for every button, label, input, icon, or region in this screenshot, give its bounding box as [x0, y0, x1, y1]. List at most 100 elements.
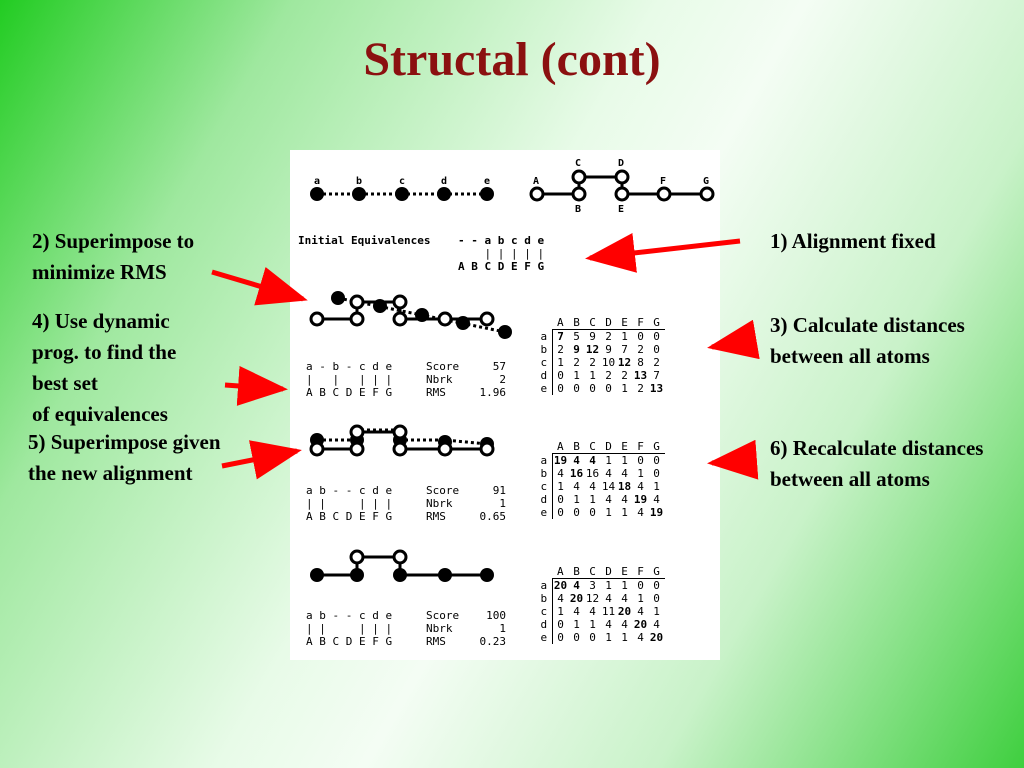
matrix-cell: 0 [653, 343, 660, 356]
matrix-col-header: G [648, 565, 665, 579]
stat-value: 1 [499, 497, 506, 510]
label-B: B [575, 204, 581, 215]
matrix-row-header: a [536, 329, 553, 343]
note-superimpose: 2) Superimpose to minimize RMS [32, 226, 194, 288]
matrix-cell: 4 [621, 618, 628, 631]
atom-A [529, 186, 545, 202]
matrix-row-header: b [536, 592, 553, 605]
atom-B [571, 186, 587, 202]
matrix-cell: 20 [633, 618, 648, 631]
matrix-cell: 1 [621, 631, 628, 644]
matrix-col-header: B [568, 316, 585, 330]
arrow-superimpose-new [221, 440, 302, 480]
matrix-cell: 3 [589, 579, 596, 592]
label-d: d [441, 176, 447, 187]
step3-seq-bottom: A B C D E F G [306, 635, 393, 648]
matrix-cell: 2 [557, 343, 564, 356]
matrix-cell: 4 [589, 454, 596, 467]
matrix-cell: 0 [557, 506, 564, 519]
superposition-step2 [309, 424, 495, 457]
superposition-step3 [310, 549, 494, 582]
matrix-col-header: F [632, 316, 649, 330]
atom-G [699, 186, 715, 202]
matrix-cell: 4 [573, 605, 580, 618]
matrix-cell: 2 [605, 330, 612, 343]
matrix-cell: 4 [621, 493, 628, 506]
matrix-cell: 0 [605, 382, 612, 395]
slide-title: Structal (cont) [363, 33, 661, 86]
matrix-row-header: a [536, 578, 553, 592]
note-line: between all atoms [770, 344, 930, 368]
matrix-cell: 0 [589, 506, 596, 519]
matrix-cell: 2 [637, 382, 644, 395]
matrix-row-header: c [536, 480, 553, 493]
step3-seq-bars: | | | | | [306, 622, 393, 635]
stat-key: Nbrk [426, 497, 453, 510]
matrix-row-header: a [536, 453, 553, 467]
matrix-cell: 0 [573, 506, 580, 519]
matrix-cell: 2 [605, 369, 612, 382]
matrix-cell: 4 [589, 605, 596, 618]
step1-seq-bottom: A B C D E F G [306, 386, 393, 399]
matrix-col-header: E [616, 316, 633, 330]
matrix-cell: 4 [557, 467, 564, 480]
matrix-cell: 7 [621, 343, 628, 356]
matrix-cell: 19 [633, 493, 648, 506]
matrix-cell: 9 [605, 343, 612, 356]
atom-F [656, 186, 672, 202]
arrow-calc-distances [707, 319, 760, 360]
label-G: G [703, 176, 709, 187]
arrow-dynamic-prog [224, 365, 288, 406]
matrix-cell: 0 [557, 631, 564, 644]
matrix-cell: 4 [621, 467, 628, 480]
stat-value: 0.65 [479, 510, 507, 523]
matrix-col-header: G [648, 316, 665, 330]
matrix-cell: 4 [573, 579, 580, 592]
matrix-cell: 0 [573, 382, 580, 395]
atom-e [480, 187, 494, 201]
note-line: 3) Calculate distances [770, 313, 965, 337]
matrix-cell: 0 [637, 579, 644, 592]
atom-C [571, 169, 587, 185]
matrix-col-header: D [600, 316, 617, 330]
stat-value: 1 [499, 622, 506, 635]
matrix-cell: 20 [569, 592, 584, 605]
initial-equivalences-label: Initial Equivalences [298, 234, 431, 247]
matrix-row-header: b [536, 467, 553, 480]
matrix-cell: 13 [633, 369, 648, 382]
matrix-cell: 20 [553, 579, 568, 592]
label-D: D [618, 158, 624, 169]
matrix-cell: 12 [617, 356, 632, 369]
matrix-cell: 4 [653, 618, 660, 631]
label-a: a [314, 176, 320, 187]
stat-key: Score [426, 484, 460, 497]
matrix-col-header: G [648, 440, 665, 454]
matrix-cell: 1 [621, 579, 628, 592]
matrix-cell: 2 [573, 356, 580, 369]
matrix-row-header: e [536, 506, 553, 519]
superposition-step1 [309, 291, 512, 339]
step1-seq-top: a - b - c d e [306, 360, 393, 373]
matrix-col-header: E [616, 565, 633, 579]
matrix-col-header: F [632, 565, 649, 579]
matrix-cell: 20 [649, 631, 664, 644]
initial-seq-bars: | | | | | [458, 247, 545, 260]
matrix-cell: 1 [589, 369, 596, 382]
matrix-row-header: c [536, 605, 553, 618]
matrix-cell: 0 [589, 382, 596, 395]
note-line: between all atoms [770, 467, 930, 491]
matrix-cell: 0 [557, 618, 564, 631]
step1-seq-bars: | | | | | [306, 373, 393, 386]
matrix-cell: 0 [589, 631, 596, 644]
stat-key: Nbrk [426, 373, 453, 386]
matrix-cell: 2 [637, 343, 644, 356]
matrix-col-header: A [552, 565, 569, 579]
